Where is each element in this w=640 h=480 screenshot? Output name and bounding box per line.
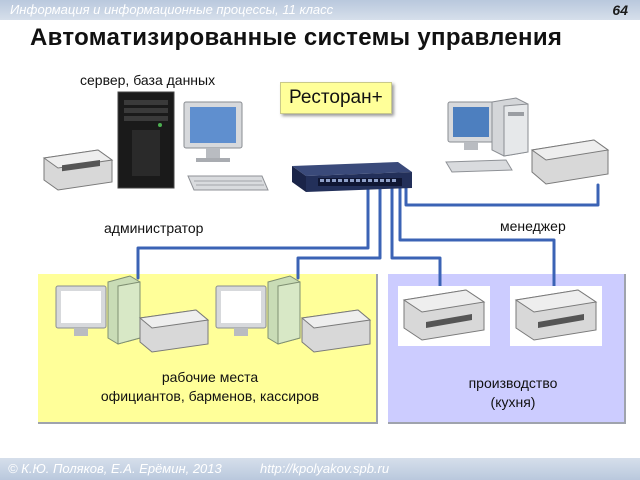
workplaces-label-line-1: рабочие места (161, 369, 259, 385)
cable-kitchen-1 (390, 186, 442, 288)
manager-tower-icon (491, 97, 529, 157)
server-tower-icon (117, 91, 175, 189)
server-monitor-icon (183, 101, 243, 162)
network-switch-icon (292, 162, 412, 192)
workstation-1-printer-icon (138, 309, 210, 353)
workplaces-label-line-2: официантов, барменов, кассиров (100, 388, 320, 404)
production-label: производство (кухня) (420, 374, 606, 412)
network-cables (136, 183, 600, 288)
workplaces-label: рабочие места официантов, барменов, касс… (60, 368, 360, 406)
cable-kitchen-2 (398, 186, 556, 288)
slide-title: Автоматизированные системы управления (30, 24, 563, 51)
manager-keyboard-icon (445, 159, 513, 173)
cable-admin (136, 186, 370, 280)
workstation-1-monitor-icon (55, 285, 107, 336)
admin-label: администратор (104, 220, 204, 236)
restaurant-label: Ресторан+ (280, 82, 392, 114)
kitchen-printer-1-icon (398, 286, 490, 346)
server-printer-icon (42, 149, 114, 191)
manager-monitor-icon (447, 101, 495, 150)
server-keyboard-icon (187, 175, 269, 191)
server-label: сервер, база данных (80, 72, 216, 88)
production-label-line-2: (кухня) (490, 394, 536, 410)
kitchen-printer-2-icon (510, 286, 602, 346)
cable-waiter-2 (296, 186, 382, 280)
workstation-2-tower-icon (267, 275, 301, 345)
manager-printer-icon (530, 139, 610, 185)
workstation-2-monitor-icon (215, 285, 267, 336)
course-subtitle: Информация и информационные процессы, 11… (10, 2, 334, 17)
production-label-line-1: производство (468, 375, 558, 391)
manager-label: менеджер (500, 218, 566, 234)
workstation-2-printer-icon (300, 309, 372, 353)
footer-url[interactable]: http://kpolyakov.spb.ru (260, 461, 390, 476)
cable-manager (404, 183, 600, 207)
workstation-1-tower-icon (107, 275, 141, 345)
top-bar: Информация и информационные процессы, 11… (0, 0, 640, 20)
footer-authors: © К.Ю. Поляков, Е.А. Ерёмин, 2013 (8, 461, 222, 476)
slide-number: 64 (612, 2, 628, 18)
bottom-bar: © К.Ю. Поляков, Е.А. Ерёмин, 2013 http:/… (0, 458, 640, 480)
